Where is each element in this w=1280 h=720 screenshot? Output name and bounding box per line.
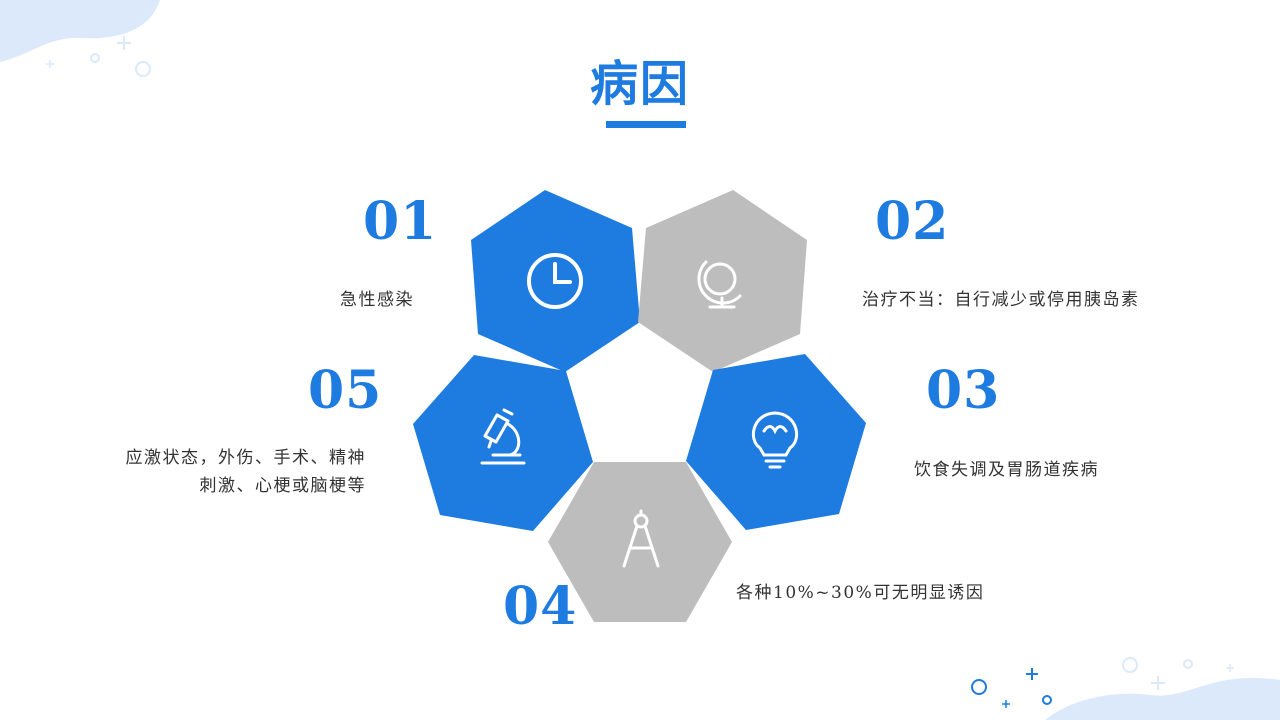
deco-plus-accent [1026, 668, 1038, 680]
deco-plus-accent [1002, 700, 1010, 708]
deco-circle [135, 61, 151, 77]
globe-icon [697, 260, 742, 309]
item-number-03: 03 [926, 360, 1001, 421]
item-text-04: 各种10%~30%可无明显诱因 [736, 583, 985, 603]
item-number-02: 02 [875, 191, 950, 252]
item-number-01: 01 [363, 191, 438, 252]
clock-icon [527, 253, 583, 309]
item-text-05: 应激状态，外伤、手术、精神 刺激、心梗或脑梗等 [96, 444, 366, 500]
compass-icon [622, 509, 660, 568]
hexagon-04 [548, 462, 732, 622]
item-number-05: 05 [308, 360, 383, 421]
deco-circle-accent [1042, 695, 1052, 705]
deco-plus [46, 60, 54, 68]
deco-circle [1122, 657, 1138, 673]
item-text-05-line-1: 应激状态，外伤、手术、精神 [125, 448, 366, 468]
deco-circle [90, 53, 100, 63]
deco-plus [1151, 676, 1165, 690]
deco-circle [1183, 659, 1193, 669]
bottom-right-blob [1045, 677, 1280, 720]
deco-plus [1226, 664, 1234, 672]
lightbulb-icon [751, 411, 799, 469]
item-number-04: 04 [503, 576, 578, 637]
hexagon-02 [638, 190, 807, 372]
deco-plus [117, 36, 131, 50]
page-title: 病因 [589, 56, 690, 112]
top-left-blob [0, 0, 160, 62]
deco-circle-accent [971, 679, 987, 695]
title-underline [606, 121, 686, 128]
hexagon-03 [686, 354, 866, 530]
hexagon-05 [413, 355, 593, 531]
item-text-05-line-2: 刺激、心梗或脑梗等 [199, 476, 366, 496]
item-text-02: 治疗不当：自行减少或停用胰岛素 [862, 290, 1140, 310]
item-text-01: 急性感染 [340, 290, 414, 310]
item-text-03: 饮食失调及胃肠道疾病 [914, 460, 1099, 480]
microscope-icon [480, 408, 526, 465]
